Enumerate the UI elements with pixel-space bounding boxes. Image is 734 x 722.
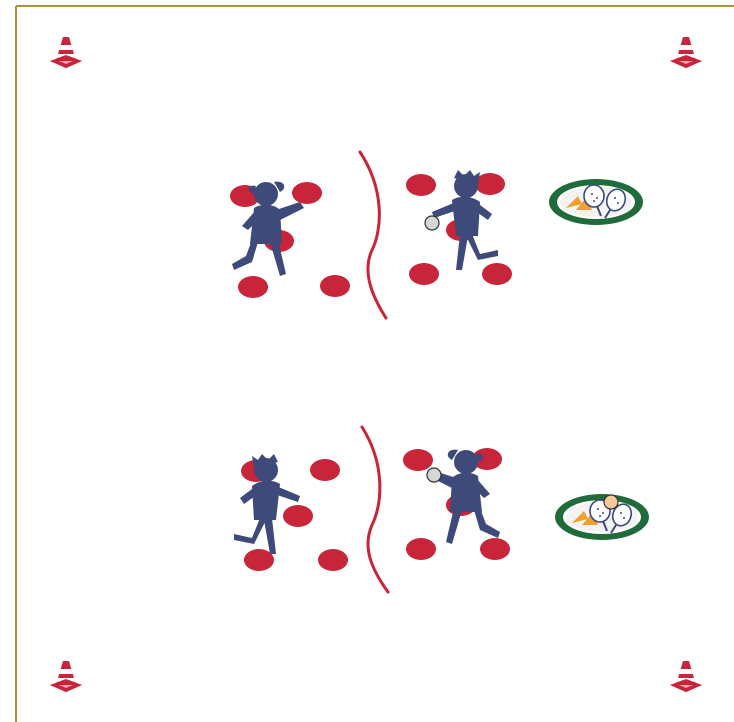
floor-spot-icon [310,459,340,481]
ball-icon [424,215,440,231]
cone-icon [50,661,82,692]
floor-spot-icon [318,549,348,571]
top-court [230,150,644,320]
floor-spot-icon [292,182,322,204]
ball-icon [426,467,442,483]
floor-spot-icon [238,276,268,298]
floor-spot-icon [480,538,510,560]
floor-spot-icon [482,263,512,285]
floor-spot-icon [283,505,313,527]
net-line-icon [360,425,390,594]
net-line-icon [358,150,388,320]
floor-spot-icon [406,174,436,196]
cone-icon [670,661,702,692]
floor-spot-icon [320,275,350,297]
floor-spot-icon [409,263,439,285]
ball-icon [603,494,619,510]
cone-icon [50,37,82,68]
equipment-tray-icon [554,493,650,541]
floor-spot-icon [244,549,274,571]
bottom-court [234,425,650,594]
field-boundary [15,5,734,722]
cone-icon [670,37,702,68]
floor-spot-icon [406,538,436,560]
floor-spot-icon [403,449,433,471]
floor-spot-icon [475,173,505,195]
equipment-tray-icon [548,178,644,226]
